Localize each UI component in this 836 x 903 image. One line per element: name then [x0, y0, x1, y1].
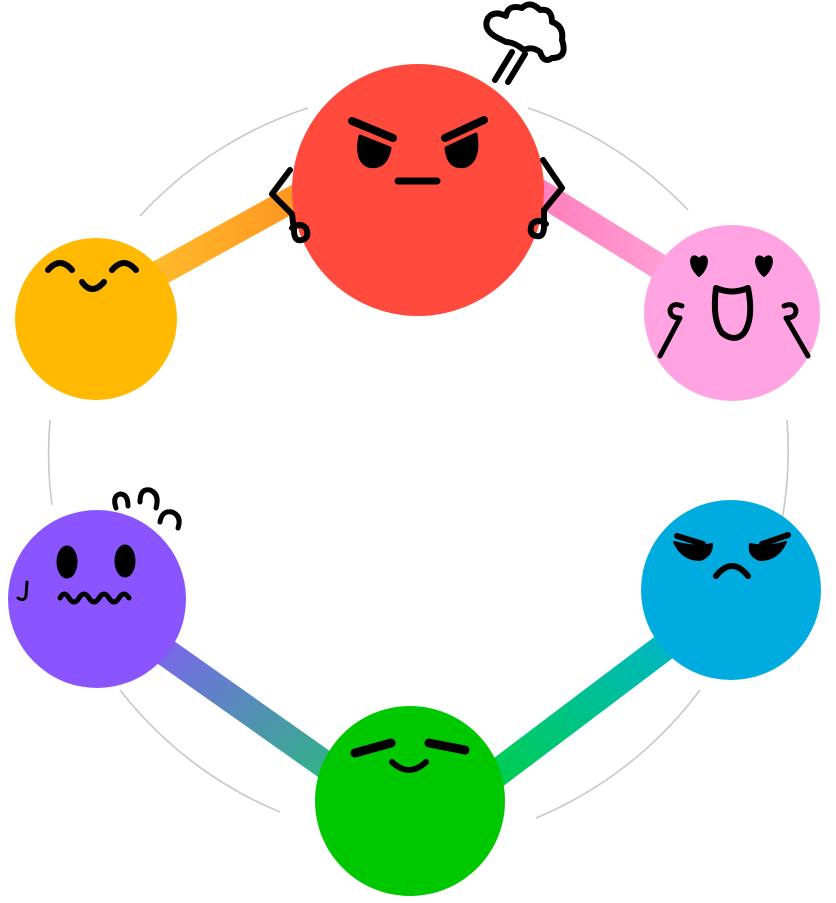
- angry-face-icon: [269, 1, 567, 244]
- node-angry: [269, 1, 567, 316]
- sad-face-circle: [641, 500, 821, 680]
- node-love: [644, 225, 820, 401]
- love-face-icon: [657, 255, 811, 359]
- node-happy: [15, 238, 177, 400]
- ring-arc-bottom-right: [535, 689, 701, 819]
- angry-face-circle: [292, 64, 544, 316]
- node-sad: [641, 500, 821, 680]
- node-anxious: [8, 487, 186, 688]
- node-calm: [315, 706, 505, 896]
- ring-arc-left: [47, 419, 53, 506]
- calm-face-circle: [315, 706, 505, 896]
- ring-arc-top-left: [139, 107, 309, 217]
- happy-face-icon: [45, 260, 139, 292]
- ring-arc-top-right: [527, 107, 689, 211]
- ring-arc-bottom-left: [119, 689, 281, 813]
- content-face-icon: [350, 738, 470, 773]
- anxious-face-icon: [16, 487, 182, 605]
- outer-ring: [47, 107, 789, 819]
- love-face-circle: [644, 225, 820, 401]
- sad-face-icon: [673, 532, 791, 579]
- ring-arc-right: [781, 419, 789, 521]
- happy-face-circle: [15, 238, 177, 400]
